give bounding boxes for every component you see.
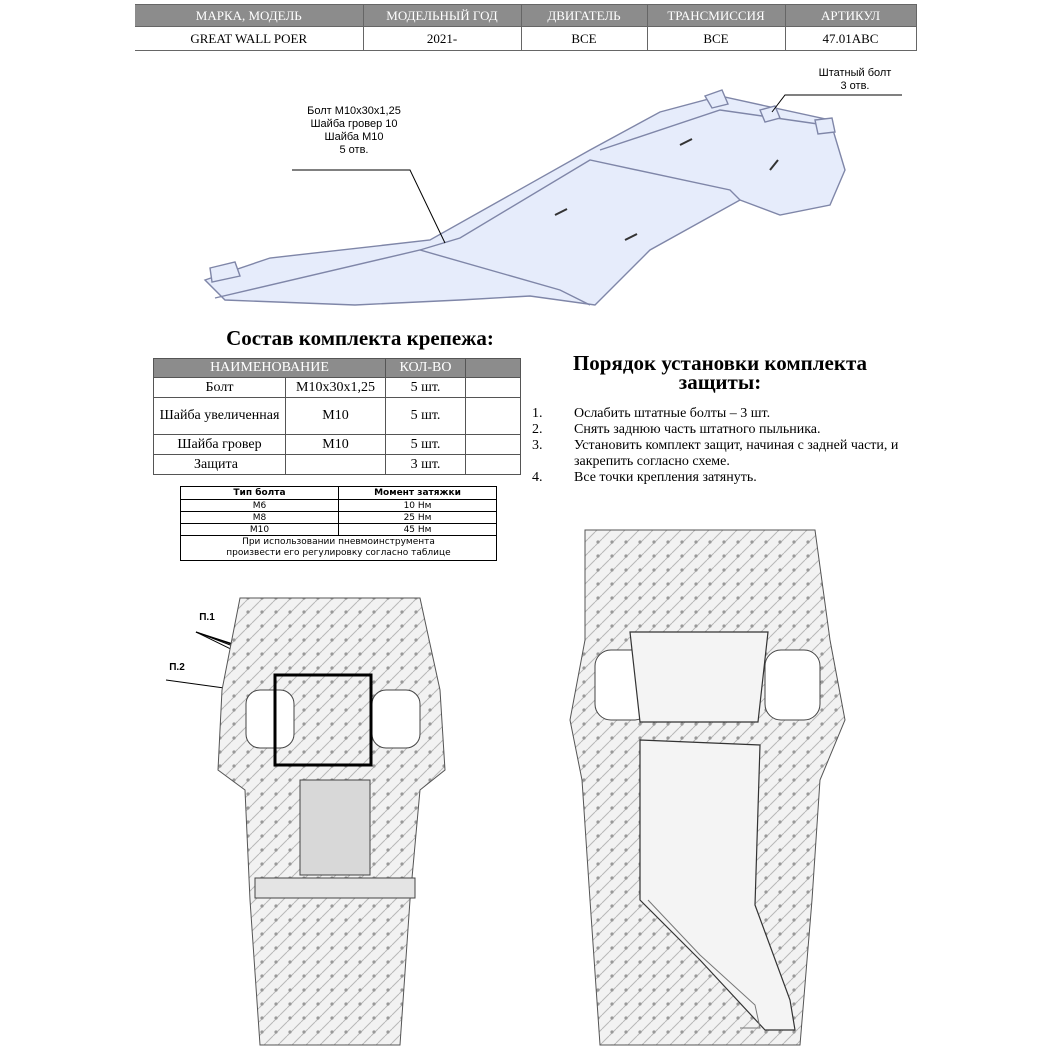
spec-header-engine: ДВИГАТЕЛЬ — [520, 4, 648, 27]
kit-item-qty: 5 шт. — [385, 397, 467, 435]
list-item: 1. Ослабить штатные болты – 3 шт. — [528, 406, 908, 422]
spec-value-row: GREAT WALL POER 2021- ВСЕ ВСЕ 47.01ABC — [135, 26, 917, 51]
highlight-box — [273, 673, 373, 767]
kit-header-blank — [465, 358, 522, 378]
torque-bolt-type: М6 — [180, 499, 339, 512]
kit-item-name: Шайба гровер — [153, 434, 286, 455]
spec-header-article: АРТИКУЛ — [784, 4, 917, 27]
spec-header-transmission: ТРАНСМИССИЯ — [646, 4, 786, 27]
torque-note: При использовании пневмоинструмента прои… — [180, 535, 497, 561]
torque-value: 10 Нм — [338, 499, 497, 512]
kit-item-qty: 5 шт. — [385, 377, 467, 398]
kit-item-qty: 5 шт. — [385, 434, 467, 455]
kit-item-size: М10 — [284, 434, 387, 455]
list-item: 4. Все точки крепления затянуть. — [528, 470, 908, 486]
step-text: Установить комплект защит, начиная с зад… — [574, 438, 899, 469]
torque-header-type: Тип болта — [180, 486, 339, 500]
table-row: М10 45 Нм — [180, 523, 497, 536]
label-p1: П.1 — [199, 612, 215, 623]
spec-header-row: МАРКА, МОДЕЛЬ МОДЕЛЬНЫЙ ГОД ДВИГАТЕЛЬ ТР… — [135, 4, 917, 27]
torque-bolt-type: М10 — [180, 523, 339, 536]
kit-header-name: НАИМЕНОВАНИЕ — [152, 358, 387, 378]
standard-bolt-text: Штатный болт — [818, 67, 892, 79]
table-row: Шайба увеличенная М10 5 шт. — [153, 397, 522, 435]
washer-line: Шайба М10 — [324, 131, 384, 143]
step-number: 1. — [532, 406, 543, 421]
table-row: Защита 3 шт. — [153, 454, 522, 475]
kit-item-name: Болт — [153, 377, 286, 398]
table-row: М6 10 Нм — [180, 499, 497, 512]
torque-value: 45 Нм — [338, 523, 497, 536]
kit-item-blank — [465, 434, 522, 455]
kit-title: Состав комплекта крепежа: — [226, 326, 494, 350]
step-text: Снять заднюю часть штатного пыльника. — [574, 422, 821, 437]
spec-value-model: GREAT WALL POER — [135, 26, 364, 51]
table-row: М8 25 Нм — [180, 511, 497, 524]
step-text: Все точки крепления затянуть. — [574, 470, 757, 485]
hole-count-line: 5 отв. — [339, 144, 369, 156]
order-steps: 1. Ослабить штатные болты – 3 шт. 2. Снять… — [528, 406, 908, 486]
kit-header-row: НАИМЕНОВАНИЕ КОЛ-ВО — [152, 358, 522, 378]
list-item: 2. Снять заднюю часть штатного пыльника. — [528, 422, 908, 438]
spec-header-year: МОДЕЛЬНЫЙ ГОД — [362, 4, 522, 27]
kit-table: НАИМЕНОВАНИЕ КОЛ-ВО Болт М10х30х1,25 5 ш… — [152, 358, 522, 475]
spec-value-engine: ВСЕ — [520, 26, 648, 51]
list-item: 3. Установить комплект защит, начиная с з… — [528, 438, 908, 470]
step-text: Ослабить штатные болты – 3 шт. — [574, 406, 771, 421]
order-title-line2: защиты: — [678, 370, 762, 394]
standard-bolt-callout: Штатный болт 3 отв. — [800, 67, 910, 93]
step-number: 2. — [532, 422, 543, 437]
skid-plate-drawing — [203, 89, 846, 306]
rear-plate — [639, 739, 796, 1031]
table-row: Болт М10х30х1,25 5 шт. — [153, 377, 522, 398]
spec-table: МАРКА, МОДЕЛЬ МОДЕЛЬНЫЙ ГОД ДВИГАТЕЛЬ ТР… — [135, 4, 917, 51]
torque-header-row: Тип болта Момент затяжки — [180, 486, 497, 500]
front-plate — [629, 631, 769, 723]
spec-value-article: 47.01ABC — [784, 26, 917, 51]
kit-item-size: М10х30х1,25 — [284, 377, 387, 398]
chassis-diagram-left — [217, 597, 446, 1046]
spec-header-model: МАРКА, МОДЕЛЬ — [135, 4, 364, 27]
kit-item-qty: 3 шт. — [385, 454, 467, 475]
kit-item-size — [284, 454, 387, 475]
step-number: 3. — [532, 438, 543, 453]
torque-note-line2: произвести его регулировку согласно табл… — [226, 548, 451, 558]
torque-value: 25 Нм — [338, 511, 497, 524]
torque-table: Тип болта Момент затяжки М6 10 Нм М8 25 … — [180, 486, 497, 561]
order-title-line1: Порядок установки комплекта — [572, 351, 868, 375]
torque-header-value: Момент затяжки — [338, 486, 497, 500]
kit-item-blank — [465, 397, 522, 435]
kit-item-name: Защита — [153, 454, 286, 475]
kit-header-qty: КОЛ-ВО — [385, 358, 467, 378]
kit-item-blank — [465, 454, 522, 475]
torque-note-line1: При использовании пневмоинструмента — [242, 537, 435, 547]
label-p2: П.2 — [169, 662, 185, 673]
kit-item-name: Шайба увеличенная — [153, 397, 286, 435]
order-title: Порядок установки комплекта защиты: — [530, 351, 910, 394]
kit-item-blank — [465, 377, 522, 398]
chassis-diagram-right — [569, 529, 846, 1046]
kit-item-size: М10 — [284, 397, 387, 435]
table-row: Шайба гровер М10 5 шт. — [153, 434, 522, 455]
spec-value-year: 2021- — [362, 26, 522, 51]
step-number: 4. — [532, 470, 543, 485]
torque-note-row: При использовании пневмоинструмента прои… — [180, 535, 497, 561]
standard-bolt-count: 3 отв. — [840, 80, 870, 92]
bolt-spec-line: Болт М10х30х1,25 — [307, 105, 401, 117]
bolt-spec-callout: Болт М10х30х1,25 Шайба гровер 10 Шайба М… — [284, 105, 424, 157]
spec-value-transmission: ВСЕ — [646, 26, 786, 51]
washer-grover-line: Шайба гровер 10 — [310, 118, 398, 130]
torque-bolt-type: М8 — [180, 511, 339, 524]
